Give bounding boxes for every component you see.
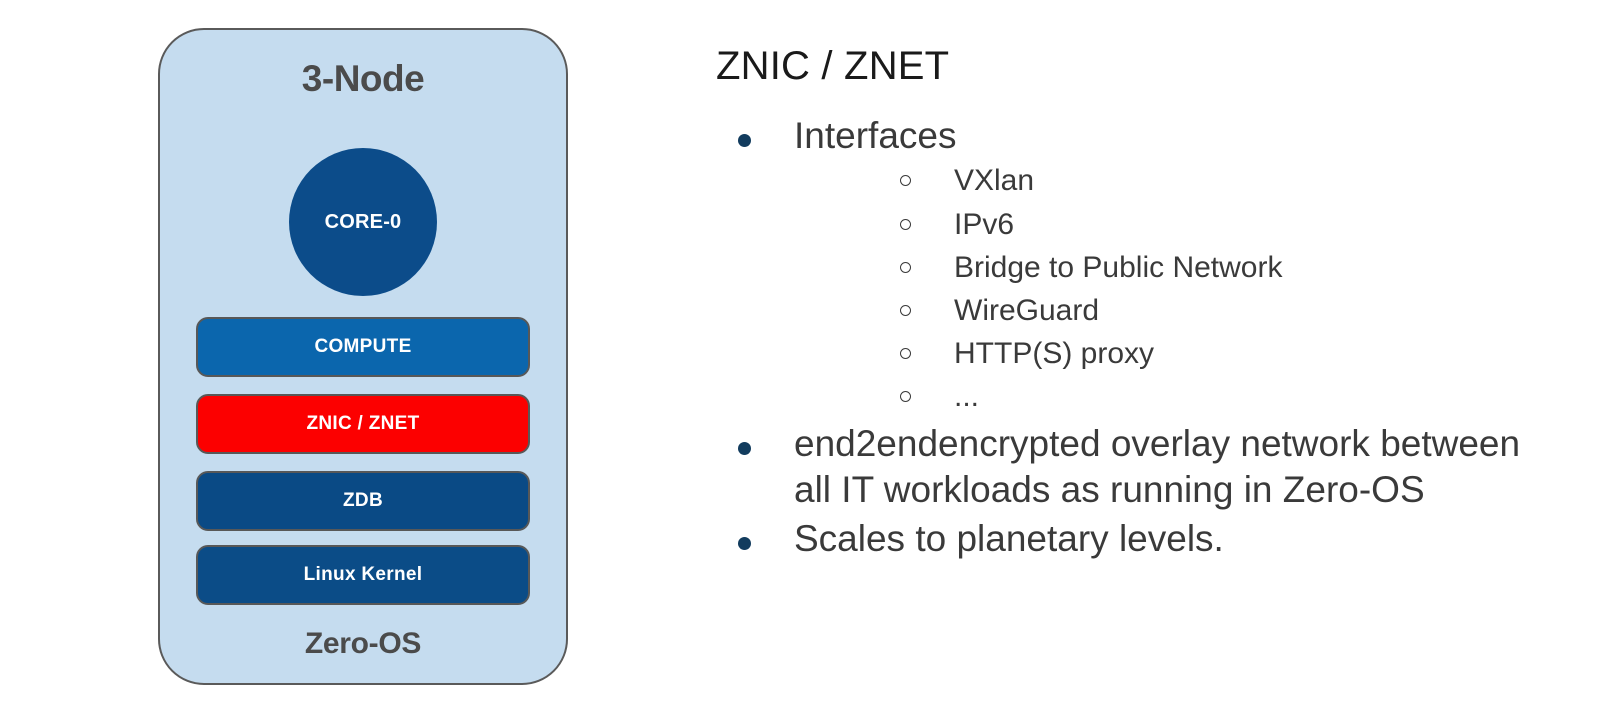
bullet-item-scales-planetary: Scales to planetary levels. [716,516,1546,563]
sub-bullet-item-ipv6: IPv6 [794,203,1546,246]
bullet-item-overlay-network: end2endencrypted overlay network between… [716,421,1546,514]
page-title: ZNIC / ZNET [716,44,950,88]
layer-label-znic-znet: ZNIC / ZNET [306,413,420,434]
sub-bullet-marker-icon [900,391,911,403]
sub-bullet-item-wireguard: WireGuard [794,289,1546,332]
content-panel: ZNIC / ZNET Interfaces VXlan IPv6 Bridge… [716,44,1546,564]
bullet-text: Scales to planetary levels. [794,517,1224,559]
layer-label-linux-kernel: Linux Kernel [303,564,423,585]
layer-box-znic-znet: ZNIC / ZNET [196,394,530,454]
zero-os-label: Zero-OS [304,627,422,660]
layer-box-linux-kernel: Linux Kernel [196,545,530,605]
layer-label-compute: COMPUTE [314,336,412,357]
sub-bullet-text: Bridge to Public Network [954,250,1283,284]
bullet-marker-icon [738,441,751,455]
core-0-label: CORE-0 [324,210,402,233]
node-diagram-card: 3-Node CORE-0 COMPUTE ZNIC / ZNET ZDB Li… [158,28,568,685]
node-card-title: 3-Node [301,58,425,99]
layer-box-zdb: ZDB [196,471,530,531]
sub-bullet-text: WireGuard [954,293,1100,327]
sub-bullet-list-interfaces: VXlan IPv6 Bridge to Public Network Wire… [794,159,1546,418]
bullet-text: Interfaces [794,114,957,156]
layer-box-compute: COMPUTE [196,317,530,377]
layer-label-zdb: ZDB [343,490,383,511]
bullet-text: end2endencrypted overlay network between… [794,422,1521,511]
sub-bullet-marker-icon [900,261,911,273]
sub-bullet-item-vxlan: VXlan [794,159,1546,202]
bullet-item-interfaces: Interfaces VXlan IPv6 Bridge to Public N… [716,113,1546,419]
sub-bullet-text: VXlan [954,164,1035,198]
sub-bullet-item-http-s-proxy: HTTP(S) proxy [794,332,1546,375]
sub-bullet-text: ... [954,380,980,414]
core-0-circle: CORE-0 [289,148,437,296]
sub-bullet-marker-icon [900,218,911,230]
sub-bullet-text: HTTP(S) proxy [954,337,1155,371]
bullet-list: Interfaces VXlan IPv6 Bridge to Public N… [716,113,1546,563]
sub-bullet-marker-icon [900,304,911,316]
sub-bullet-marker-icon [900,175,911,187]
sub-bullet-text: IPv6 [954,207,1015,241]
bullet-marker-icon [738,133,751,147]
bullet-marker-icon [738,536,751,550]
sub-bullet-marker-icon [900,348,911,360]
sub-bullet-item-ellipsis: ... [794,375,1546,418]
sub-bullet-item-bridge-to-public-network: Bridge to Public Network [794,246,1546,289]
